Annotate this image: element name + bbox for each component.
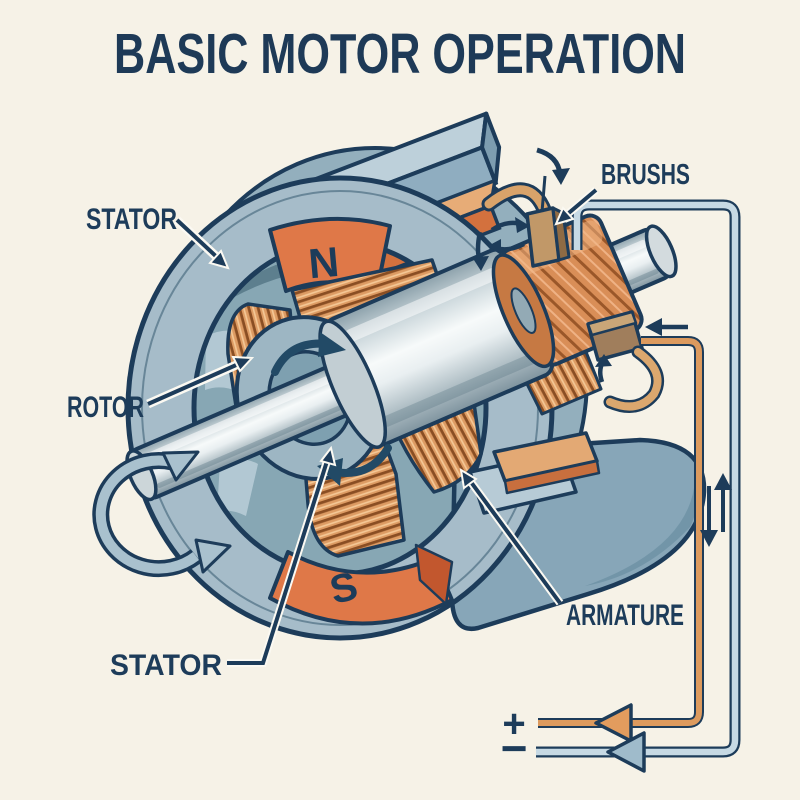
svg-text:ROTOR: ROTOR <box>67 391 144 424</box>
svg-text:STATOR: STATOR <box>110 649 222 682</box>
label-brushes: BRUSHS <box>554 159 690 226</box>
svg-text:STATOR: STATOR <box>86 203 177 236</box>
south-magnet <box>268 550 454 626</box>
shaft-assembly <box>125 213 678 502</box>
current-arrow-positive <box>594 703 633 743</box>
svg-text:BRUSHS: BRUSHS <box>601 159 690 191</box>
armature-copper-bar-front <box>503 459 601 495</box>
page-title: BASIC MOTOR OPERATION <box>114 22 686 86</box>
arrow-down <box>700 530 718 547</box>
terminal-positive: + <box>502 702 525 746</box>
south-magnet-bevel <box>414 543 454 606</box>
rotation-arrowhead-top <box>318 332 346 357</box>
arrow-into-brush <box>645 318 662 336</box>
commutator-bore <box>510 287 537 334</box>
label-stator-top: STATOR <box>86 203 230 270</box>
shaft-rotation-arrow <box>92 450 232 578</box>
svg-text:ARMATURE: ARMATURE <box>566 599 684 632</box>
pole-shoe-left-lower <box>217 458 258 516</box>
wire-positive <box>538 338 702 726</box>
arrow-up <box>714 473 732 490</box>
terminal-negative: − <box>501 722 528 774</box>
label-armature: ARMATURE <box>459 468 684 632</box>
north-magnet <box>268 216 392 293</box>
shaft-end-right <box>644 224 678 279</box>
label-rotor: ROTOR <box>67 355 255 424</box>
flow-arrows <box>472 147 732 547</box>
current-arrow-negative <box>606 731 646 773</box>
label-stator-bottom: STATOR <box>110 445 337 682</box>
armature-housing-shade <box>585 480 698 586</box>
annotations: STATOR ROTOR BRUSHS ARMATURE STATOR <box>67 159 690 682</box>
rotor-core-face <box>318 319 387 449</box>
brush-bottom <box>586 310 644 362</box>
brush-loop-wire <box>606 348 662 411</box>
